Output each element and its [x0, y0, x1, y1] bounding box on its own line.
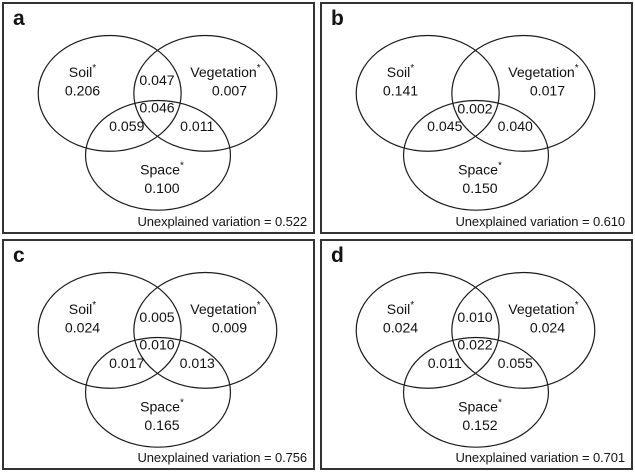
space-asterisk: * [180, 160, 184, 171]
panel-c: Soil* 0.024 Vegetation* 0.009 0.005 0.01… [2, 238, 315, 470]
soil-label: Soil* [387, 63, 414, 80]
vegetation-ellipse [451, 34, 596, 152]
vegetation-label: Vegetation* [190, 63, 261, 80]
space-ellipse [402, 99, 550, 211]
vegetation-label: Vegetation* [508, 63, 579, 80]
venn-diagram-d: Soil* 0.024 Vegetation* 0.024 0.010 0.02… [355, 271, 596, 448]
vegetation-label: Vegetation* [508, 299, 579, 316]
space-asterisk: * [498, 160, 502, 171]
vegetation-space-overlap-value: 0.013 [180, 354, 215, 370]
vegetation-asterisk: * [575, 299, 579, 310]
soil-value: 0.024 [383, 319, 418, 335]
soil-vegetation-overlap-value: 0.047 [139, 72, 174, 88]
panel-a: Soil* 0.206 Vegetation* 0.007 0.047 0.04… [2, 2, 315, 234]
vegetation-ellipse [133, 271, 278, 389]
vegetation-value: 0.007 [212, 82, 247, 98]
vegetation-asterisk: * [575, 63, 579, 74]
triple-overlap-value: 0.010 [139, 336, 174, 352]
panel-letter-d: d [331, 243, 344, 267]
soil-ellipse [355, 34, 500, 152]
space-ellipse [84, 336, 232, 448]
unexplained-variation-c: Unexplained variation = 0.756 [137, 450, 308, 465]
soil-value: 0.141 [383, 82, 418, 98]
space-value: 0.165 [144, 416, 179, 432]
vegetation-asterisk: * [257, 63, 261, 74]
space-value: 0.152 [462, 416, 497, 432]
space-label: Space* [458, 160, 502, 177]
vegetation-asterisk: * [257, 299, 261, 310]
venn-diagram-a: Soil* 0.206 Vegetation* 0.007 0.047 0.04… [37, 34, 278, 211]
vegetation-space-overlap-value: 0.055 [498, 354, 533, 370]
soil-value: 0.206 [65, 82, 100, 98]
soil-label: Soil* [69, 299, 96, 316]
triple-overlap-value: 0.022 [457, 336, 492, 352]
space-value: 0.100 [144, 180, 179, 196]
soil-space-overlap-value: 0.011 [428, 354, 462, 370]
space-ellipse [84, 99, 232, 211]
vegetation-label: Vegetation* [190, 299, 261, 316]
panel-letter-a: a [13, 7, 25, 30]
soil-asterisk: * [410, 299, 414, 310]
vegetation-ellipse [451, 271, 596, 389]
space-label: Space* [140, 160, 184, 177]
soil-asterisk: * [92, 299, 96, 310]
unexplained-variation-a: Unexplained variation = 0.522 [137, 213, 308, 229]
unexplained-variation-d: Unexplained variation = 0.701 [455, 450, 626, 465]
triple-overlap-value: 0.002 [457, 101, 492, 117]
venn-diagram-c: Soil* 0.024 Vegetation* 0.009 0.005 0.01… [37, 271, 278, 448]
vegetation-space-overlap-value: 0.011 [180, 118, 214, 134]
space-asterisk: * [180, 397, 184, 408]
soil-space-overlap-value: 0.059 [109, 118, 144, 134]
soil-asterisk: * [410, 63, 414, 74]
vegetation-ellipse [133, 34, 278, 152]
space-label: Space* [458, 397, 502, 414]
soil-vegetation-overlap-value: 0.010 [457, 309, 492, 325]
triple-overlap-value: 0.046 [139, 100, 174, 116]
soil-ellipse [37, 271, 182, 389]
panel-b: Soil* 0.141 Vegetation* 0.017 0.002 0.04… [320, 2, 633, 234]
unexplained-variation-b: Unexplained variation = 0.610 [455, 213, 626, 229]
space-asterisk: * [498, 397, 502, 408]
vegetation-space-overlap-value: 0.040 [498, 118, 533, 134]
space-value: 0.150 [462, 180, 497, 196]
space-ellipse [402, 336, 550, 448]
soil-label: Soil* [387, 299, 414, 316]
soil-ellipse [37, 34, 182, 152]
panel-letter-b: b [331, 7, 344, 30]
soil-space-overlap-value: 0.017 [109, 354, 144, 370]
space-label: Space* [140, 397, 184, 414]
soil-label: Soil* [69, 63, 96, 80]
venn-diagram-b: Soil* 0.141 Vegetation* 0.017 0.002 0.04… [355, 34, 596, 211]
soil-ellipse [355, 271, 500, 389]
vegetation-value: 0.017 [530, 82, 565, 98]
vegetation-value: 0.009 [212, 319, 247, 335]
soil-space-overlap-value: 0.045 [427, 118, 462, 134]
panel-letter-c: c [13, 243, 25, 267]
panel-d: Soil* 0.024 Vegetation* 0.024 0.010 0.02… [320, 238, 633, 470]
soil-asterisk: * [92, 63, 96, 74]
vegetation-value: 0.024 [530, 319, 565, 335]
soil-value: 0.024 [65, 319, 100, 335]
soil-vegetation-overlap-value: 0.005 [139, 309, 174, 325]
